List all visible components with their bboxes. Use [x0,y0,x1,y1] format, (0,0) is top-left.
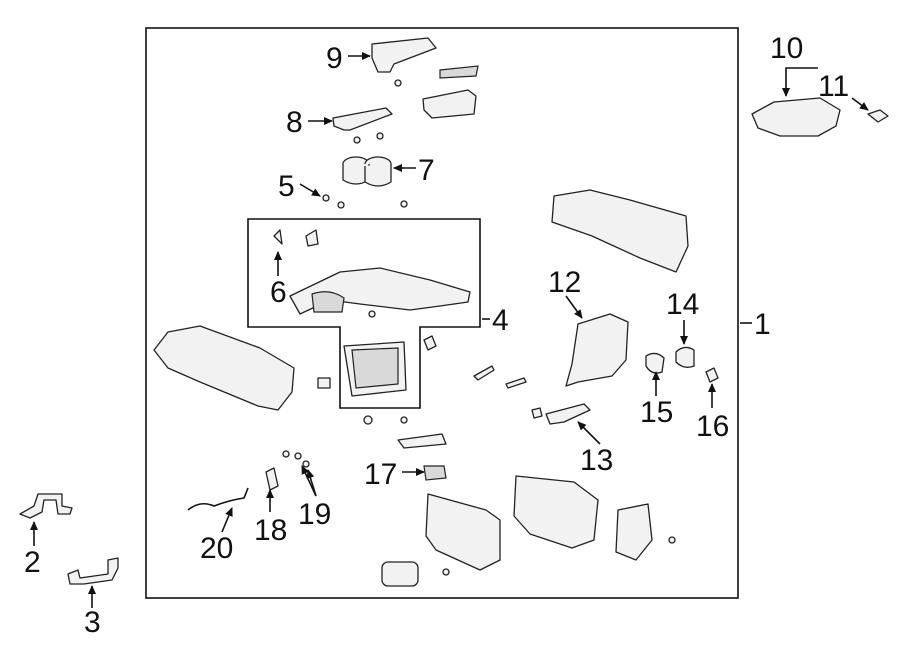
callout-11: 11 [818,70,849,103]
part-10-armrest [751,97,841,137]
screw-b [668,536,676,544]
left-clip [317,377,331,389]
part-11-pin [867,109,889,123]
callout-18: 18 [254,514,287,547]
screw-c [363,415,373,425]
right-side-panel [551,189,689,273]
callout-12: 12 [548,266,581,299]
callout-3: 3 [84,606,101,639]
part-6-clip [273,229,283,245]
rear-duct [615,503,653,561]
trim-piece-b [505,377,527,389]
part-17-switch [423,465,447,481]
callout-19: 19 [298,498,331,531]
callout-14: 14 [666,288,699,321]
part-7-cupholder [342,156,392,187]
screw-e [368,310,376,318]
callout-16: 16 [696,410,729,443]
screw-a [442,568,450,576]
callout-4: 4 [492,304,509,337]
callout-6: 6 [270,276,287,309]
part-20-harness [187,487,249,511]
part-4-bezel [289,229,471,397]
rear-storage-bin [513,475,599,549]
callout-1: 1 [754,308,771,341]
callout-7: 7 [418,154,435,187]
part-3-bracket [67,557,119,585]
lower-storage-bin [425,493,501,571]
screw-d [400,416,408,424]
part-19-sockets [282,450,310,468]
callout-2: 2 [24,546,41,579]
clip-g [531,407,543,419]
part-9-lid [371,37,479,119]
callout-8: 8 [286,106,303,139]
part-5-screws [322,194,408,209]
part-16-clip [705,367,719,383]
callout-13: 13 [580,444,613,477]
part-13-trim [545,403,591,425]
part-14-vent [675,346,695,368]
part-15-vent [645,352,665,374]
callout-10: 10 [770,32,803,65]
part-18-bulb [265,467,279,491]
grommet [381,561,419,587]
part-12-bracket [565,313,629,387]
callout-17: 17 [364,458,397,491]
trim-piece-a [473,365,495,381]
callout-15: 15 [640,396,673,429]
part-8-tray [332,107,393,144]
part-2-bracket [19,493,73,519]
subassembly-outline [247,218,481,409]
callout-9: 9 [326,42,343,75]
leader-lines [30,52,869,608]
console-pad [397,433,447,449]
callout-5: 5 [278,170,295,203]
assembly-frame [145,27,739,599]
clip-f [423,335,437,351]
left-side-panel [153,325,295,411]
callout-20: 20 [200,532,233,565]
